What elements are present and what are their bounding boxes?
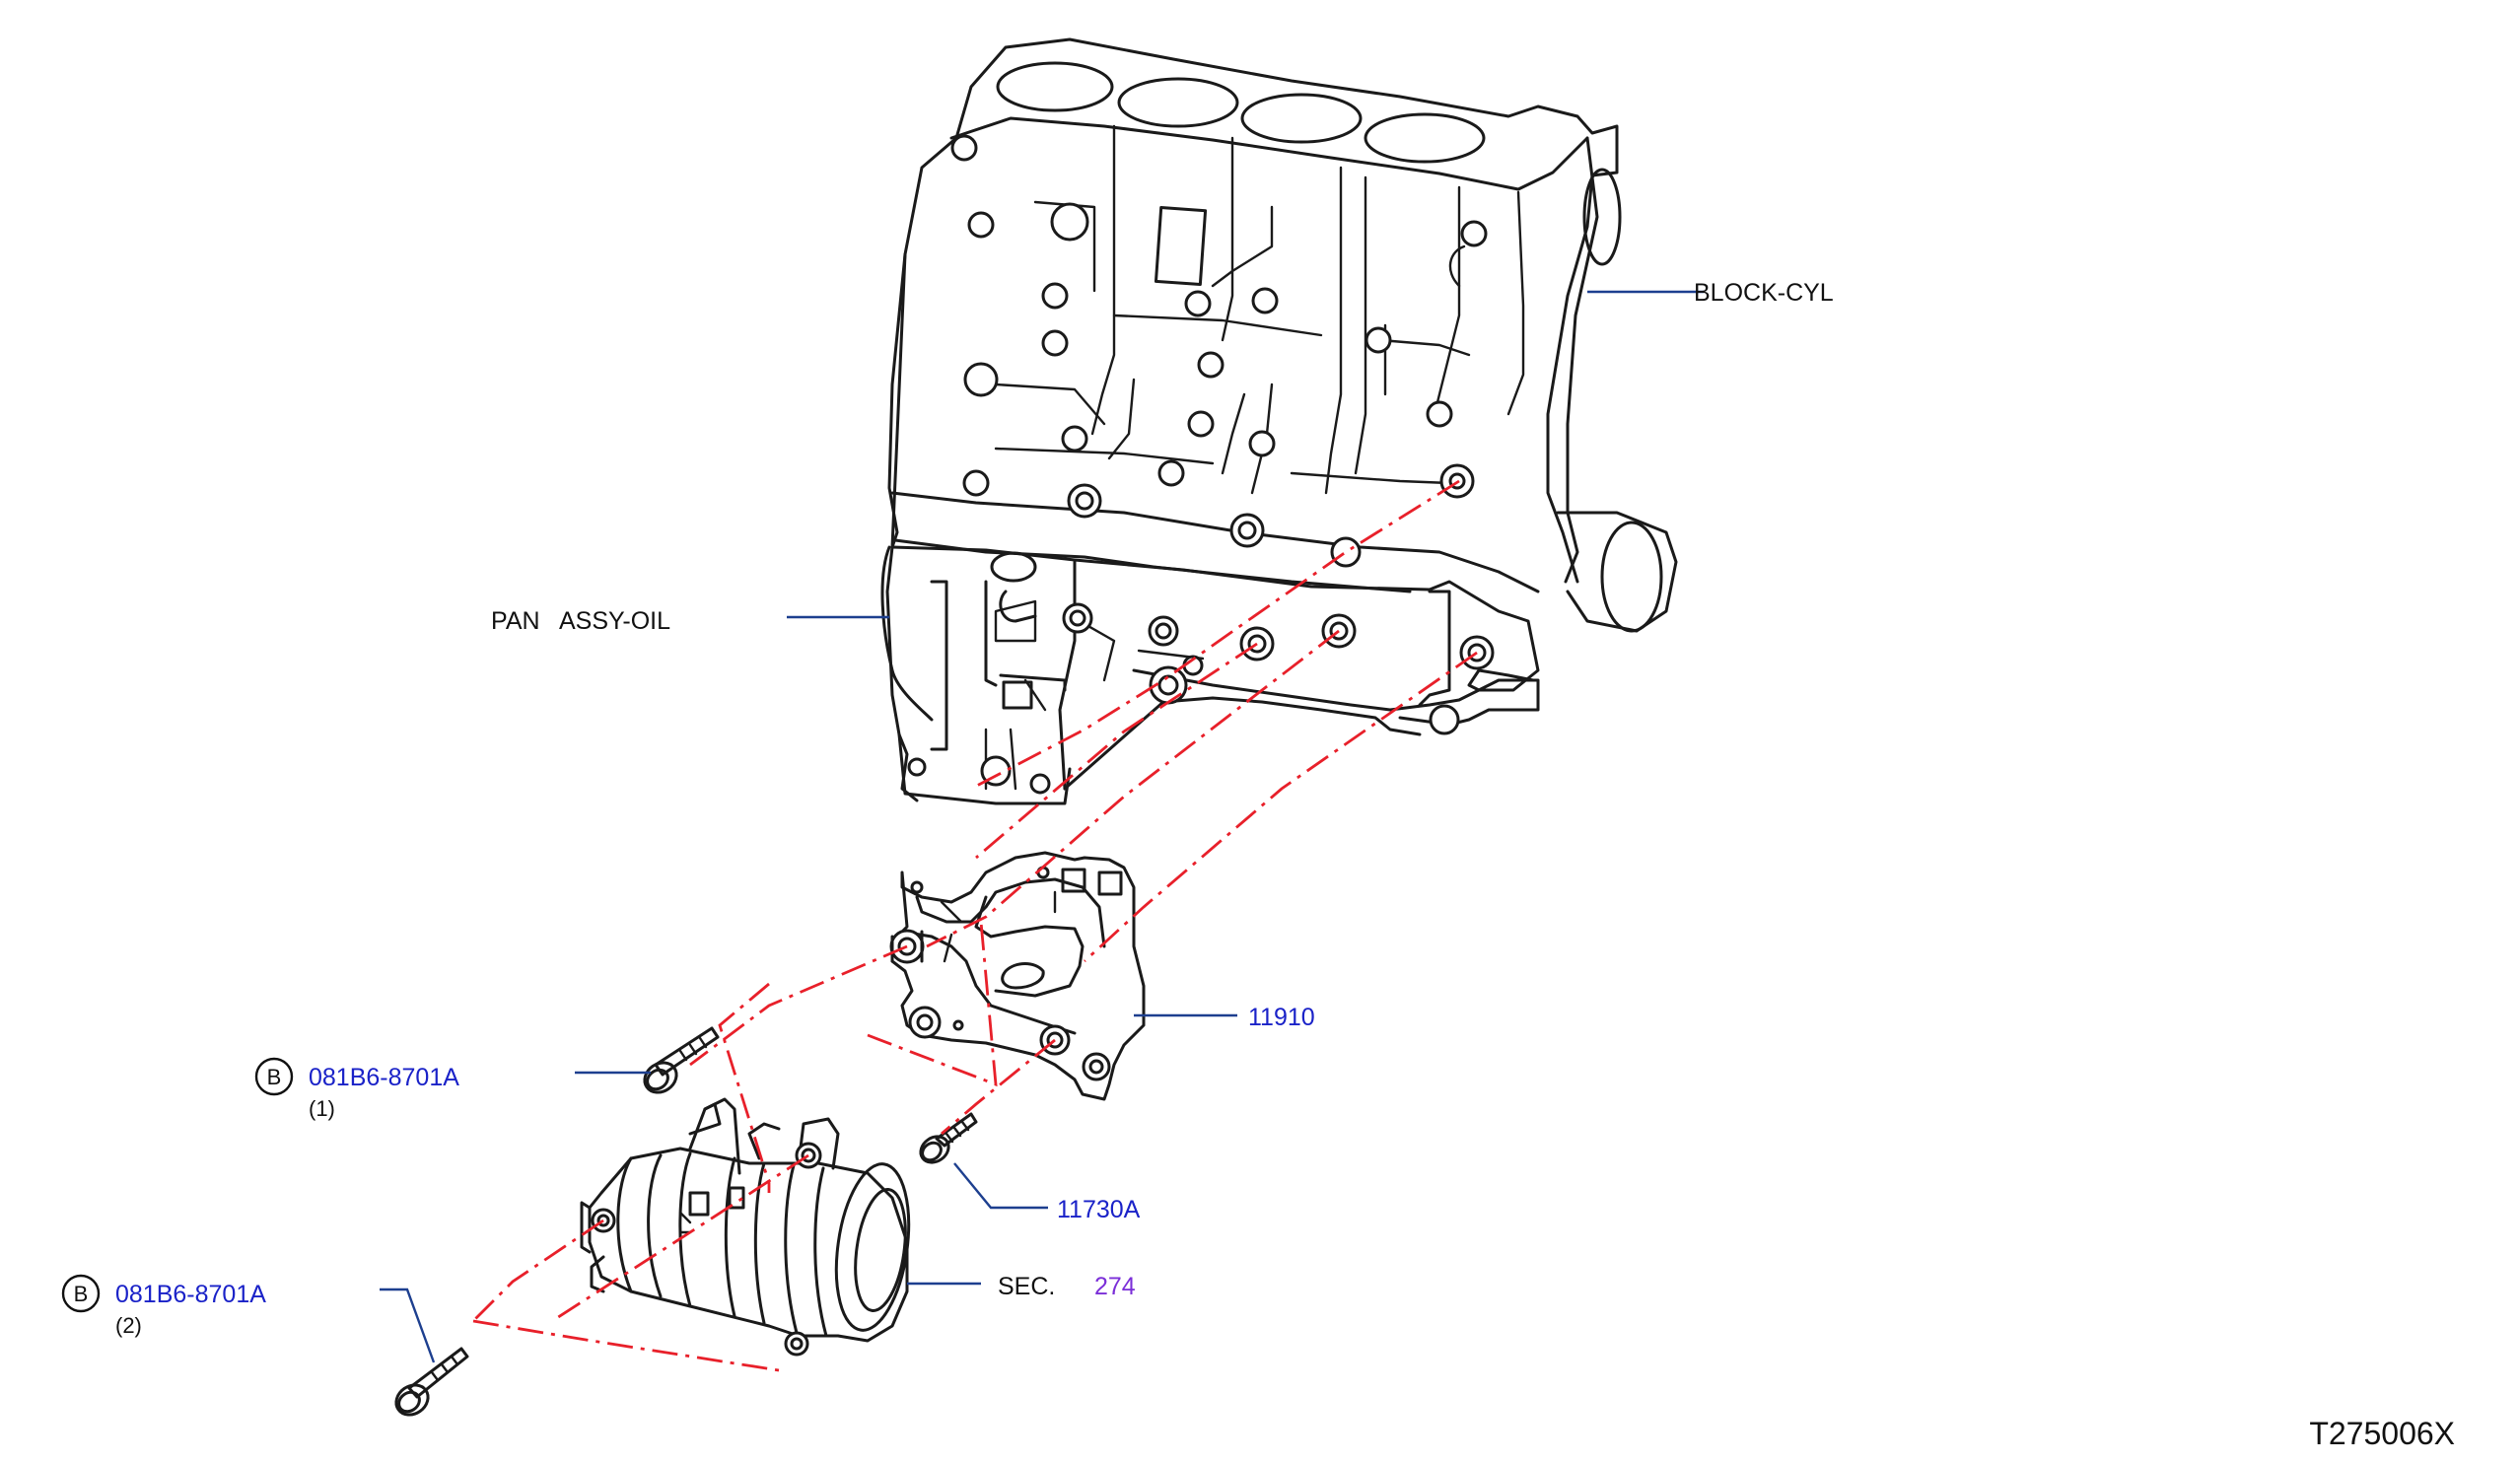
label-11730a: 11730A bbox=[1057, 1196, 1141, 1223]
label-qty-1: (1) bbox=[309, 1096, 335, 1121]
label-pan-assy-oil: PAN ASSY-OIL bbox=[491, 607, 670, 635]
label-081b6-1: 081B6-8701A bbox=[309, 1064, 459, 1091]
ac-compressor bbox=[580, 1097, 911, 1357]
badge-b-circle-1 bbox=[254, 1057, 294, 1096]
badge-b-circle-2 bbox=[61, 1274, 101, 1313]
compressor-bracket bbox=[889, 851, 1146, 1101]
alignment-lines bbox=[472, 479, 1478, 1372]
label-sec: SEC. bbox=[998, 1273, 1055, 1300]
bolt-11730a bbox=[919, 1112, 978, 1164]
label-block-cyl: BLOCK-CYL bbox=[1694, 279, 1834, 307]
label-sec-number: 274 bbox=[1094, 1273, 1136, 1300]
leader-081b6-2 bbox=[380, 1288, 436, 1363]
bolt-081b6-1 bbox=[643, 1026, 720, 1094]
diagram-code: T275006X bbox=[2309, 1416, 2455, 1451]
badge-b-1: B bbox=[267, 1065, 282, 1089]
cylinder-block bbox=[885, 37, 1678, 805]
leader-11730a bbox=[953, 1162, 1048, 1210]
label-qty-2: (2) bbox=[115, 1313, 142, 1338]
leader-lines bbox=[380, 290, 1704, 1363]
bolt-081b6-2 bbox=[394, 1347, 469, 1417]
label-081b6-2: 081B6-8701A bbox=[115, 1281, 266, 1308]
labels: BLOCK-CYL PAN ASSY-OIL 11910 11730A SEC.… bbox=[61, 279, 2455, 1451]
label-11910: 11910 bbox=[1248, 1004, 1315, 1031]
badge-b-2: B bbox=[74, 1282, 89, 1306]
